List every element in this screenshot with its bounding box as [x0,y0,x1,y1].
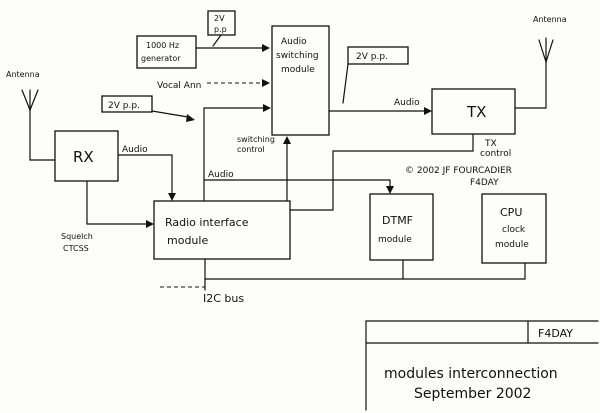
cpu-box [481,193,547,264]
title-block-line2: September 2002 [414,386,531,402]
cpu-line1: CPU [500,206,522,219]
vocal-ann-arrow-icon [262,79,270,87]
antenna-right-label: Antenna [533,15,567,24]
radio-interface-line1: Radio interface [165,216,249,229]
vocal-ann-label: Vocal Ann [157,81,201,91]
audio-tx-arrow-icon [424,107,432,115]
antenna-left-icon [21,89,56,161]
squelch-line1: Squelch [61,232,93,241]
radio-interface-box [153,200,291,260]
dtmf-box [369,193,434,261]
title-block-callsign: F4DAY [538,327,573,340]
level-left-box [101,95,153,113]
audio-to-dtmf-arrow-icon [386,186,394,194]
copyright-line1: © 2002 JF FOURCADIER [405,166,512,176]
title-block-line1: modules interconnection [384,366,558,382]
switching-control-line1: switching [237,135,275,144]
audio-switch-line2: switching [276,51,319,61]
audio-tx-label: Audio [394,98,420,108]
level-left-arrow-icon [186,114,195,122]
audio-mid-arrow-icon [263,104,271,112]
tx-control-line2: control [480,149,511,159]
dtmf-line2: module [378,235,412,245]
generator-box [136,35,197,69]
cpu-line3: module [495,240,529,250]
level-left-pointer [151,110,189,118]
tx-control-line1: TX [484,139,497,149]
i2c-bus-label: I2C bus [203,292,244,305]
audio-mid-label: Audio [208,170,234,180]
audio-switch-line3: module [281,65,315,75]
generator-line1: 1000 Hz [146,41,179,50]
radio-interface-line2: module [167,234,208,247]
audio-rx-arrow-icon [168,193,176,201]
level-tx-box [347,46,409,65]
copyright-line2: F4DAY [470,178,499,188]
audio-switching-module-box [271,25,330,136]
switching-control-line2: control [237,145,265,154]
antenna-right-icon [514,37,554,109]
dtmf-line1: DTMF [382,214,413,227]
audio-rx-label: Audio [122,145,148,155]
antenna-left-label: Antenna [6,70,40,79]
generator-line2: generator [141,54,181,63]
generator-arrow-icon [262,44,270,52]
level-gen-line1: 2V [214,14,225,23]
audio-switch-line1: Audio [281,37,307,47]
level-gen-line2: p.p [214,25,227,34]
switching-control-arrow-icon [283,136,291,144]
rx-label: RX [73,148,94,166]
level-tx-pointer [342,63,349,104]
tx-label: TX [466,103,486,121]
level-left-label: 2V p.p. [108,101,140,111]
level-tx-label: 2V p.p. [356,52,388,62]
cpu-line2: clock [502,225,526,235]
squelch-arrow-icon [146,220,154,228]
squelch-line2: CTCSS [63,244,89,253]
level-gen-pointer [212,34,222,47]
